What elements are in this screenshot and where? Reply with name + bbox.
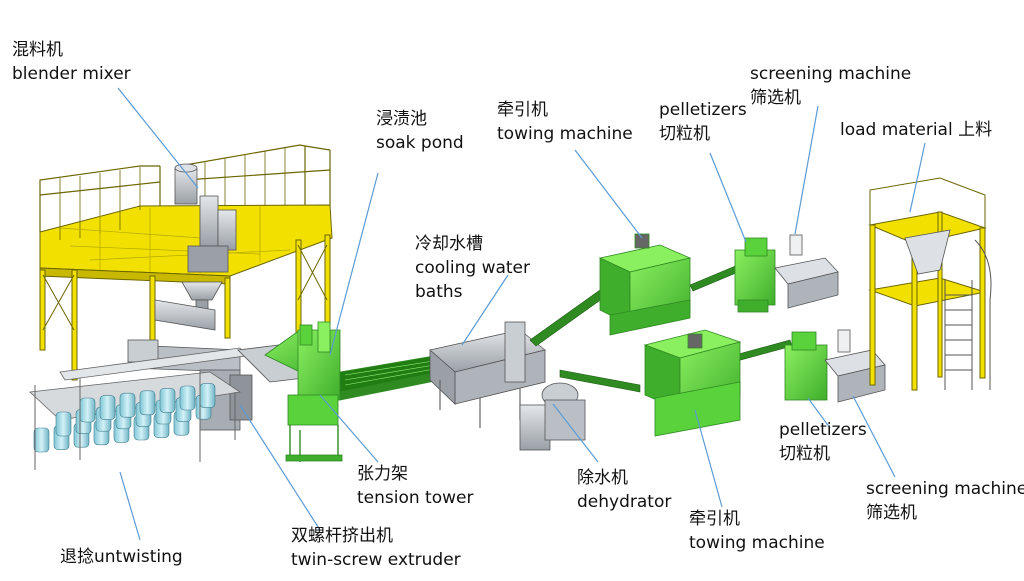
label-towing-top-en: towing machine bbox=[497, 124, 633, 144]
label-untwisting-text: 退捻untwisting bbox=[60, 547, 183, 567]
leader-towing-bottom bbox=[694, 409, 723, 508]
pelletizer-top bbox=[734, 237, 776, 313]
bobbin bbox=[139, 390, 156, 416]
leader-pelletizer-top bbox=[709, 152, 747, 243]
label-pelletizer-bottom-zh: 切粒机 bbox=[779, 444, 830, 464]
towing-machine-bottom bbox=[643, 329, 742, 437]
label-tension-zh: 张力架 bbox=[357, 464, 408, 484]
blender-mixer bbox=[174, 163, 237, 325]
label-pelletizer-top-en: pelletizers bbox=[659, 100, 747, 120]
label-soak-en: soak pond bbox=[376, 133, 464, 153]
leader-cooling bbox=[461, 274, 509, 346]
label-towing-bottom-en: towing machine bbox=[689, 533, 825, 553]
label-pelletizer-top-zh: 切粒机 bbox=[659, 124, 710, 144]
label-screening-top-zh: 筛选机 bbox=[750, 88, 801, 108]
leader-towing-top bbox=[574, 149, 643, 239]
label-twin-screw-extruder: 双螺杆挤出机 twin-screw extruder bbox=[291, 524, 461, 572]
leader-lines bbox=[117, 87, 926, 541]
label-towing-machine-top: 牵引机 towing machine bbox=[497, 98, 633, 146]
label-towing-machine-bottom: 牵引机 towing machine bbox=[689, 507, 825, 555]
label-screening-bottom: screening machine 筛选机 bbox=[866, 477, 1024, 525]
label-untwisting: 退捻untwisting bbox=[60, 545, 183, 569]
pelletizer-bottom bbox=[784, 331, 828, 401]
label-cooling-water-baths: 冷却水槽 cooling water baths bbox=[415, 232, 530, 304]
screening-machine-top bbox=[774, 234, 839, 309]
label-tension-en: tension tower bbox=[357, 488, 474, 508]
label-load-material: load material 上料 bbox=[840, 118, 992, 142]
leader-tension bbox=[319, 394, 379, 463]
bobbin bbox=[99, 395, 116, 420]
bobbin bbox=[159, 388, 176, 413]
label-screening-top: screening machine 筛选机 bbox=[750, 62, 911, 110]
label-cooling-zh: 冷却水槽 bbox=[415, 234, 483, 254]
leader-screening-top bbox=[794, 105, 819, 235]
cooling-trough bbox=[339, 354, 441, 401]
label-dehydrator-zh: 除水机 bbox=[577, 468, 628, 488]
label-pelletizers-bottom: pelletizers 切粒机 bbox=[779, 418, 867, 466]
left-platform bbox=[39, 144, 333, 381]
leader-extruder bbox=[239, 404, 321, 531]
bobbin bbox=[79, 397, 96, 423]
label-tension-tower: 张力架 tension tower bbox=[357, 462, 473, 510]
towing-machine-top bbox=[598, 233, 692, 336]
label-extruder-zh: 双螺杆挤出机 bbox=[291, 526, 393, 546]
leader-screening-bottom bbox=[852, 395, 896, 478]
bobbin bbox=[199, 383, 216, 408]
label-screening-bottom-en: screening machine bbox=[866, 479, 1024, 499]
bobbin bbox=[33, 427, 50, 453]
leader-untwisting bbox=[119, 471, 141, 541]
label-soak-pond: 浸渍池 soak pond bbox=[376, 107, 464, 155]
leader-dehydrator bbox=[552, 403, 599, 463]
leader-pelletizer-bottom bbox=[807, 397, 831, 429]
label-soak-zh: 浸渍池 bbox=[376, 109, 427, 129]
label-cooling-en2: baths bbox=[415, 282, 463, 302]
screening-machine-bottom bbox=[824, 329, 886, 403]
bobbin bbox=[55, 411, 72, 437]
label-screening-top-en: screening machine bbox=[750, 64, 912, 84]
label-blender-en: blender mixer bbox=[12, 64, 131, 84]
bobbin bbox=[179, 385, 196, 411]
label-load-text: load material 上料 bbox=[840, 120, 993, 140]
label-pelletizer-bottom-en: pelletizers bbox=[779, 420, 867, 440]
label-dehydrator: 除水机 dehydrator bbox=[577, 466, 671, 514]
label-pelletizers-top: pelletizers 切粒机 bbox=[659, 98, 747, 146]
tension-tower-machine bbox=[264, 321, 343, 462]
label-extruder-en: twin-screw extruder bbox=[291, 550, 461, 570]
label-screening-bottom-zh: 筛选机 bbox=[866, 503, 917, 523]
label-towing-top-zh: 牵引机 bbox=[497, 100, 548, 120]
leader-blender bbox=[117, 87, 199, 189]
label-dehydrator-en: dehydrator bbox=[577, 492, 672, 512]
label-towing-bottom-zh: 牵引机 bbox=[689, 509, 740, 529]
bobbin bbox=[119, 392, 136, 418]
label-cooling-en1: cooling water bbox=[415, 258, 530, 278]
dehydrator-machine bbox=[519, 382, 586, 451]
label-blender-zh: 混料机 bbox=[12, 40, 63, 60]
load-material-tower bbox=[868, 177, 992, 391]
leader-soak bbox=[329, 172, 379, 356]
leader-load bbox=[909, 142, 926, 213]
cooling-water-bath bbox=[429, 321, 546, 428]
label-blender-mixer: 混料机 blender mixer bbox=[12, 38, 131, 86]
untwisting-creel bbox=[29, 347, 246, 470]
